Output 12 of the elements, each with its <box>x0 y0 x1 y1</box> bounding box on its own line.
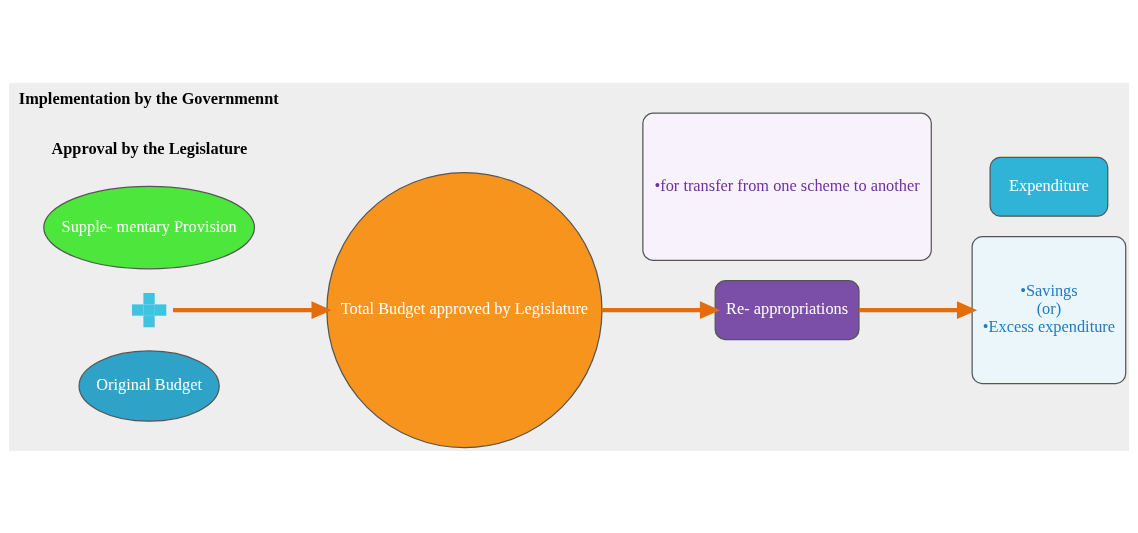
arrow <box>859 300 978 319</box>
node-box: Re- appropriations <box>714 279 860 340</box>
node-box: •for transfer from one scheme to another <box>642 112 932 261</box>
label: Approval by the Legislature <box>51 138 248 158</box>
node-ellipse: Supple- mentary Provision <box>43 185 256 269</box>
node-circle: Total Budget approved by Legislature <box>326 171 603 448</box>
node-box: Expenditure <box>989 156 1109 217</box>
node-box: •Savings (or) •Excess expenditure <box>971 235 1127 384</box>
node-ellipse: Original Budget <box>78 349 220 422</box>
label: Implementation by the Governmennt <box>18 88 279 108</box>
arrow <box>173 300 332 319</box>
arrow <box>602 300 721 319</box>
